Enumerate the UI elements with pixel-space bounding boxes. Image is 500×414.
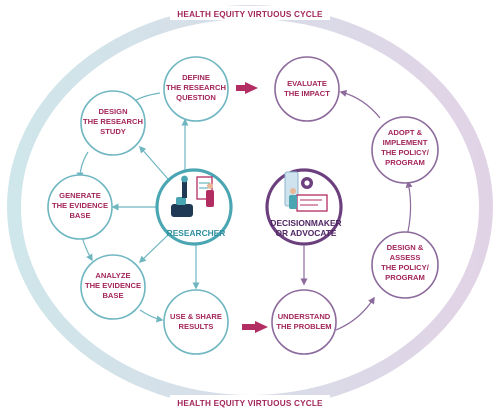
ring-title-bottom: HEALTH EQUITY VIRTUOUS CYCLE	[177, 399, 323, 408]
step-design-research-study: DESIGN THE RESEARCH STUDY	[80, 90, 146, 156]
svg-text:THE RESEARCH: THE RESEARCH	[83, 117, 143, 126]
svg-text:UNDERSTAND: UNDERSTAND	[278, 312, 331, 321]
arrow-results-to-understand	[242, 321, 268, 333]
step-evaluate-impact: EVALUATE THE IMPACT	[274, 56, 340, 122]
ring-title-top: HEALTH EQUITY VIRTUOUS CYCLE	[177, 10, 323, 19]
svg-text:IMPLEMENT: IMPLEMENT	[383, 138, 428, 147]
svg-text:EVALUATE: EVALUATE	[287, 79, 327, 88]
researcher-hub: RESEARCHER	[155, 168, 233, 246]
svg-text:QUESTION: QUESTION	[176, 93, 216, 102]
svg-text:THE EVIDENCE: THE EVIDENCE	[52, 201, 108, 210]
step-use-share-results: USE & SHARE RESULTS	[163, 289, 229, 355]
decisionmaker-connectors	[300, 90, 413, 331]
decisionmaker-label-line2: OR ADVOCATE	[276, 228, 337, 238]
arrow-evaluate-to-define	[236, 82, 258, 94]
decisionmaker-clipboard-icon	[284, 171, 328, 212]
svg-text:STUDY: STUDY	[100, 127, 126, 136]
researcher-connectors	[76, 92, 200, 323]
ring-title-top-bg	[170, 6, 330, 20]
svg-text:THE IMPACT: THE IMPACT	[284, 89, 330, 98]
svg-text:PROGRAM: PROGRAM	[385, 273, 425, 282]
decisionmaker-label-line1: DECISIONMAKER	[270, 218, 341, 228]
step-design-assess-policy: DESIGN & ASSESS THE POLICY/ PROGRAM	[371, 231, 439, 299]
svg-text:BASE: BASE	[69, 211, 90, 220]
svg-text:THE POLICY/: THE POLICY/	[381, 263, 430, 272]
step-adopt-implement-policy: ADOPT & IMPLEMENT THE POLICY/ PROGRAM	[371, 116, 439, 184]
svg-text:THE EVIDENCE: THE EVIDENCE	[85, 281, 141, 290]
svg-text:DESIGN &: DESIGN &	[387, 243, 424, 252]
svg-text:DEFINE: DEFINE	[182, 73, 210, 82]
decisionmaker-hub: DECISIONMAKER OR ADVOCATE	[265, 168, 343, 246]
svg-text:GENERATE: GENERATE	[59, 191, 101, 200]
svg-text:THE POLICY/: THE POLICY/	[381, 148, 430, 157]
svg-text:THE RESEARCH: THE RESEARCH	[166, 83, 226, 92]
step-analyze-evidence-base: ANALYZE THE EVIDENCE BASE	[80, 254, 146, 320]
svg-text:THE PROBLEM: THE PROBLEM	[276, 322, 331, 331]
step-understand-problem: UNDERSTAND THE PROBLEM	[271, 289, 337, 355]
researcher-label: RESEARCHER	[167, 228, 226, 238]
step-generate-evidence-base: GENERATE THE EVIDENCE BASE	[47, 174, 113, 240]
svg-text:BASE: BASE	[102, 291, 123, 300]
ring-title-bottom-bg	[170, 395, 330, 409]
svg-text:USE & SHARE: USE & SHARE	[170, 312, 222, 321]
svg-text:DESIGN: DESIGN	[98, 107, 127, 116]
svg-text:RESULTS: RESULTS	[179, 322, 214, 331]
svg-text:PROGRAM: PROGRAM	[385, 158, 425, 167]
step-define-research-question: DEFINE THE RESEARCH QUESTION	[163, 56, 229, 122]
svg-text:ADOPT &: ADOPT &	[388, 128, 423, 137]
researcher-microscope-icon	[171, 175, 214, 217]
svg-text:ASSESS: ASSESS	[390, 253, 421, 262]
svg-text:ANALYZE: ANALYZE	[95, 271, 130, 280]
